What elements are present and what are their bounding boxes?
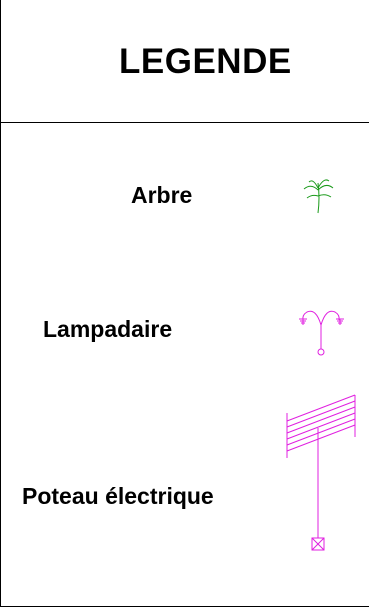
legend-label-poteau: Poteau électrique [22, 483, 214, 509]
legend-label-arbre: Arbre [131, 182, 193, 208]
legend-label-lampadaire: Lampadaire [43, 316, 173, 342]
header-divider [0, 122, 369, 123]
legend-title: LEGENDE [119, 42, 292, 81]
tree-icon-strokes [303, 179, 334, 214]
